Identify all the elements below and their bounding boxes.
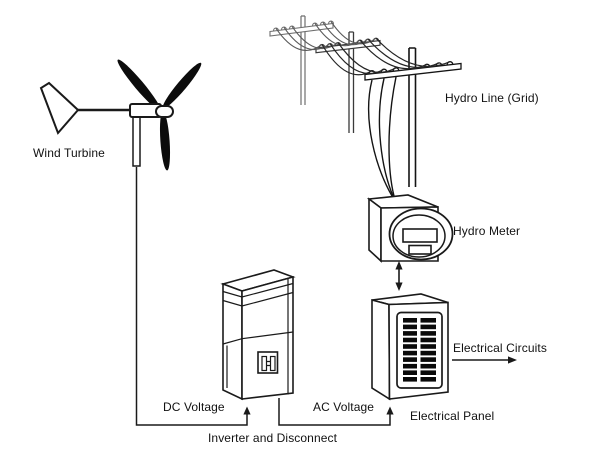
ac-wiring: [278, 398, 394, 426]
inverter-detail-lines: [222, 278, 294, 395]
panel-door: [396, 311, 443, 389]
meter-left-face: [368, 197, 382, 263]
meter-panel-two-way-arrow: [395, 261, 403, 291]
turbine-hub-nose: [155, 105, 174, 118]
breaker-switches: [403, 318, 436, 382]
label-wind-turbine: Wind Turbine: [33, 146, 105, 160]
meter-dial-display: [408, 244, 432, 255]
hydro-line-grid: [269, 15, 462, 197]
arrowhead-down: [395, 282, 403, 291]
label-dc-voltage: DC Voltage: [163, 400, 225, 414]
label-electrical-panel: Electrical Panel: [410, 409, 495, 423]
inverter-front-face: [241, 275, 294, 400]
arrowhead-up: [395, 261, 403, 270]
label-inverter-disconnect: Inverter and Disconnect: [208, 431, 338, 445]
disconnect-switch: [257, 351, 279, 374]
label-electrical-circuits: Electrical Circuits: [453, 341, 547, 355]
arrowhead-right: [508, 356, 517, 364]
label-hydro-meter: Hydro Meter: [453, 224, 521, 238]
electrical-circuits-arrow: [452, 356, 517, 364]
tail-vane: [39, 81, 80, 135]
dc-wiring: [135, 167, 251, 426]
wind-turbine: [39, 59, 202, 171]
turbine-blades: [117, 59, 202, 171]
hydro-meter: [366, 194, 454, 263]
inverter-and-disconnect: [220, 269, 296, 401]
power-wires-span2: [321, 37, 451, 76]
panel-left-face: [371, 298, 391, 401]
ac-arrowhead-up: [386, 406, 394, 415]
turbine-mast: [132, 116, 141, 167]
label-ac-voltage: AC Voltage: [313, 400, 375, 414]
label-hydro-line-grid: Hydro Line (Grid): [445, 91, 539, 105]
service-drop-wires: [367, 76, 397, 197]
power-wires-span1: [275, 21, 377, 51]
dc-arrowhead-up: [243, 406, 251, 415]
electrical-panel: [371, 293, 449, 401]
meter-register-display: [402, 228, 438, 243]
crossarm-front: [364, 62, 462, 81]
